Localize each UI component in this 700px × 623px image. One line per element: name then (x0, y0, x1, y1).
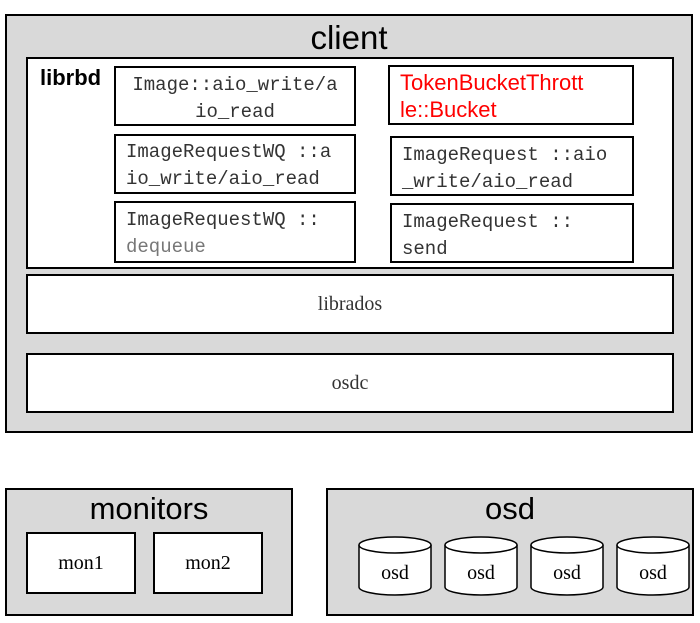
image-aio-write-read-box: Image::aio_write/a io_read (114, 66, 356, 126)
osd-disk-label: osd (467, 562, 495, 584)
func-line: _write/aio_read (402, 171, 574, 193)
client-panel: client librbd Image::aio_write/a io_read… (5, 14, 693, 433)
func-line: ImageRequest ::aio (402, 144, 608, 166)
func-line: Image::aio_write/a (132, 74, 338, 96)
func-line: io_write/aio_read (126, 168, 320, 190)
cylinder-icon (616, 536, 690, 596)
osd-disk-label: osd (553, 562, 581, 584)
func-line: le::Bucket (400, 97, 497, 122)
func-line: TokenBucketThrott (400, 70, 584, 95)
librados-label: librados (317, 292, 383, 315)
mon1-box: mon1 (26, 532, 136, 594)
func-line: ImageRequestWQ ::a (126, 141, 332, 163)
cylinder-icon (358, 536, 432, 596)
mon2-box: mon2 (153, 532, 263, 594)
librados-box: librados (26, 274, 674, 334)
osd-title: osd (485, 491, 535, 526)
osd-panel: osd osd osd osd osd (326, 488, 694, 616)
osd-disk-label: osd (639, 562, 667, 584)
imagerequestwq-dequeue-box: ImageRequestWQ :: dequeue (114, 201, 356, 263)
mon1-label: mon1 (58, 551, 104, 574)
librbd-box: librbd Image::aio_write/a io_read ImageR… (26, 57, 674, 269)
func-line: dequeue (126, 236, 206, 258)
osd-disk-4: osd (616, 536, 690, 596)
osdc-box: osdc (26, 353, 674, 413)
func-line: ImageRequest :: (402, 211, 574, 233)
osdc-label: osdc (331, 371, 369, 394)
osd-disk-label: osd (381, 562, 409, 584)
tokenbucket-throttle-box: TokenBucketThrott le::Bucket (388, 65, 634, 125)
imagerequestwq-aio-write-read-box: ImageRequestWQ ::a io_write/aio_read (114, 134, 356, 194)
osd-disk-1: osd (358, 536, 432, 596)
func-line: send (402, 238, 448, 260)
osd-disk-2: osd (444, 536, 518, 596)
mon2-label: mon2 (185, 551, 231, 574)
librbd-label: librbd (40, 65, 102, 90)
monitors-title: monitors (89, 491, 209, 526)
func-line: io_read (195, 101, 275, 123)
imagerequest-send-box: ImageRequest :: send (390, 203, 634, 263)
cylinder-icon (444, 536, 518, 596)
osd-disk-3: osd (530, 536, 604, 596)
imagerequest-aio-write-read-box: ImageRequest ::aio _write/aio_read (390, 136, 634, 196)
monitors-panel: monitors mon1 mon2 (5, 488, 293, 616)
func-line: ImageRequestWQ :: (126, 209, 320, 231)
cylinder-icon (530, 536, 604, 596)
client-title: client (310, 19, 388, 56)
